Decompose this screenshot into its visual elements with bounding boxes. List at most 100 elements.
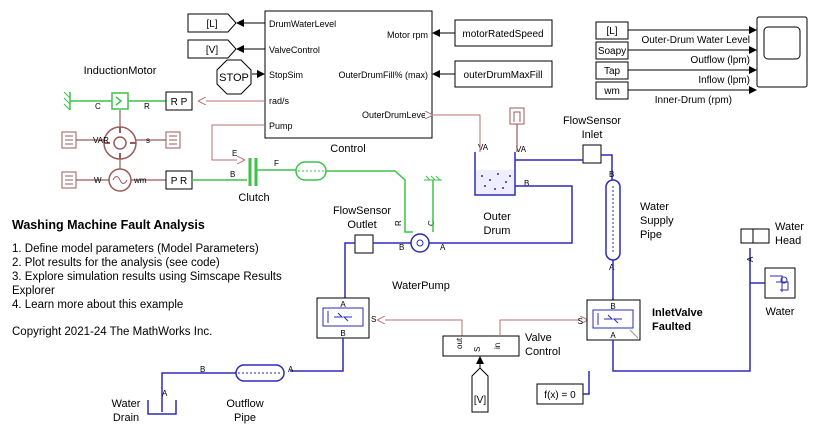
svg-text:B: B bbox=[610, 302, 615, 311]
info-step-2[interactable]: 2. Plot results for the analysis (see co… bbox=[12, 257, 220, 269]
svg-text:E: E bbox=[232, 149, 237, 158]
left-reference-1-icon bbox=[61, 131, 77, 149]
control-subsystem[interactable]: DrumWaterLevel ValveControl StopSim rad/… bbox=[264, 10, 433, 139]
drive-shaft-icon[interactable] bbox=[295, 161, 327, 181]
info-step-1[interactable]: 1. Define model parameters (Model Parame… bbox=[12, 243, 259, 255]
scope-from-tap[interactable]: Tap bbox=[595, 61, 629, 80]
svg-text:P R: P R bbox=[171, 176, 188, 187]
scope-label-1: Outer-Drum Water Level bbox=[641, 35, 750, 46]
flow-sensor-outlet-block[interactable] bbox=[354, 234, 374, 254]
scope-from-soapy[interactable]: Soapy bbox=[595, 41, 629, 60]
water-drain-icon[interactable] bbox=[147, 400, 177, 415]
info-step-3[interactable]: 3. Explore simulation results using Sims… bbox=[12, 271, 282, 297]
svg-text:B: B bbox=[340, 329, 345, 338]
info-copyright: Copyright 2021-24 The MathWorks Inc. bbox=[12, 326, 213, 338]
water-label: Water bbox=[766, 306, 795, 318]
svg-text:A: A bbox=[610, 331, 616, 340]
water-properties-block[interactable] bbox=[764, 267, 796, 299]
svg-text:STOP: STOP bbox=[219, 72, 249, 84]
scope-label-3: Inflow (lpm) bbox=[698, 75, 750, 86]
pump-reference-icon bbox=[424, 175, 442, 181]
scope-from-wm[interactable]: wm bbox=[595, 81, 629, 100]
svg-text:s: s bbox=[146, 136, 150, 145]
water-supply-label-3: Pipe bbox=[640, 229, 662, 241]
water-supply-pipe[interactable] bbox=[605, 179, 621, 261]
water-drain-label-2: Drain bbox=[113, 412, 139, 424]
svg-text:Soapy: Soapy bbox=[598, 46, 626, 57]
drum-pressure-ref-icon bbox=[509, 107, 525, 125]
control-out-1: Motor rpm bbox=[387, 30, 428, 40]
mechanical-reference-icon bbox=[63, 91, 71, 111]
stop-block[interactable]: STOP bbox=[216, 59, 252, 95]
goto-V-tag[interactable]: [V] bbox=[187, 39, 237, 59]
svg-text:W: W bbox=[94, 176, 102, 185]
outflow-pipe[interactable] bbox=[235, 364, 285, 382]
control-label: Control bbox=[330, 143, 365, 155]
svg-text:B: B bbox=[200, 365, 205, 374]
motor-rated-speed-block[interactable]: motorRatedSpeed bbox=[454, 19, 553, 47]
control-in-4: rad/s bbox=[269, 96, 290, 106]
svg-text:[L]: [L] bbox=[206, 19, 217, 30]
svg-text:S: S bbox=[371, 315, 376, 324]
svg-text:[V]: [V] bbox=[206, 45, 218, 56]
outflow-pipe-label-2: Pipe bbox=[234, 412, 256, 424]
pr-sensor-block[interactable]: P R bbox=[165, 170, 193, 190]
outflow-valve-block[interactable] bbox=[316, 297, 370, 339]
clutch-block[interactable] bbox=[248, 158, 258, 186]
from-V-tag[interactable]: [V] bbox=[471, 367, 489, 413]
water-head-block[interactable] bbox=[740, 228, 770, 244]
control-in-1: DrumWaterLevel bbox=[269, 19, 336, 29]
svg-text:wm: wm bbox=[133, 176, 147, 185]
svg-text:R: R bbox=[144, 102, 150, 111]
inlet-valve-block[interactable] bbox=[586, 299, 641, 341]
svg-text:B: B bbox=[399, 243, 404, 252]
water-supply-label-1: Water bbox=[640, 201, 669, 213]
control-in-3: StopSim bbox=[269, 70, 303, 80]
svg-text:outerDrumMaxFill: outerDrumMaxFill bbox=[464, 70, 543, 81]
svg-text:[V]: [V] bbox=[474, 395, 486, 406]
svg-text:wm: wm bbox=[603, 86, 620, 97]
water-head-label-1: Water bbox=[775, 221, 804, 233]
solver-configuration-block[interactable]: f(x) = 0 bbox=[536, 383, 584, 405]
svg-text:f(x) = 0: f(x) = 0 bbox=[544, 390, 576, 401]
motor-speed-source-icon[interactable] bbox=[108, 168, 132, 192]
flow-sensor-outlet-label-2: Outlet bbox=[347, 219, 376, 231]
scope-from-L[interactable]: [L] bbox=[595, 21, 629, 40]
control-out-3: OuterDrumLevel bbox=[362, 110, 428, 120]
valve-control-label-2: Control bbox=[525, 346, 560, 358]
induction-motor-label: InductionMotor bbox=[84, 65, 157, 77]
outer-drum-label-2: Drum bbox=[484, 225, 511, 237]
outer-drum-tank[interactable] bbox=[474, 152, 516, 196]
info-step-4[interactable]: 4. Learn more about this example bbox=[12, 299, 184, 311]
goto-L-tag[interactable]: [L] bbox=[187, 13, 237, 33]
svg-text:F: F bbox=[274, 159, 279, 168]
svg-text:S: S bbox=[473, 347, 482, 352]
scope-label-2: Outflow (lpm) bbox=[691, 55, 750, 66]
rp-sensor-block[interactable]: R P bbox=[165, 91, 193, 111]
inlet-valve-label-2: Faulted bbox=[652, 321, 691, 333]
water-pump-block[interactable] bbox=[410, 233, 430, 253]
right-reference-1-icon bbox=[165, 131, 181, 149]
svg-text:VA: VA bbox=[478, 143, 489, 152]
valve-control-label-1: Valve bbox=[525, 332, 552, 344]
svg-text:motorRatedSpeed: motorRatedSpeed bbox=[462, 29, 543, 40]
outer-drum-max-fill-block[interactable]: outerDrumMaxFill bbox=[454, 60, 553, 88]
info-title: Washing Machine Fault Analysis bbox=[12, 218, 205, 232]
svg-text:in: in bbox=[493, 343, 502, 349]
flow-sensor-inlet-block[interactable] bbox=[582, 144, 602, 164]
motor-rotor-icon[interactable] bbox=[111, 92, 129, 110]
scope-block[interactable] bbox=[756, 16, 808, 88]
outflow-pipe-label-1: Outflow bbox=[226, 398, 263, 410]
valve-control-block[interactable]: out S in bbox=[442, 335, 520, 357]
svg-text:B: B bbox=[609, 170, 614, 179]
svg-text:Tap: Tap bbox=[604, 66, 621, 77]
control-in-2: ValveControl bbox=[269, 45, 320, 55]
water-drain-label-1: Water bbox=[112, 398, 141, 410]
svg-text:A: A bbox=[288, 365, 294, 374]
svg-text:B: B bbox=[230, 170, 235, 179]
info-panel: Washing Machine Fault Analysis 1. Define… bbox=[12, 218, 312, 338]
svg-text:A: A bbox=[609, 263, 615, 272]
svg-text:out: out bbox=[455, 337, 464, 349]
svg-text:B: B bbox=[524, 179, 529, 188]
